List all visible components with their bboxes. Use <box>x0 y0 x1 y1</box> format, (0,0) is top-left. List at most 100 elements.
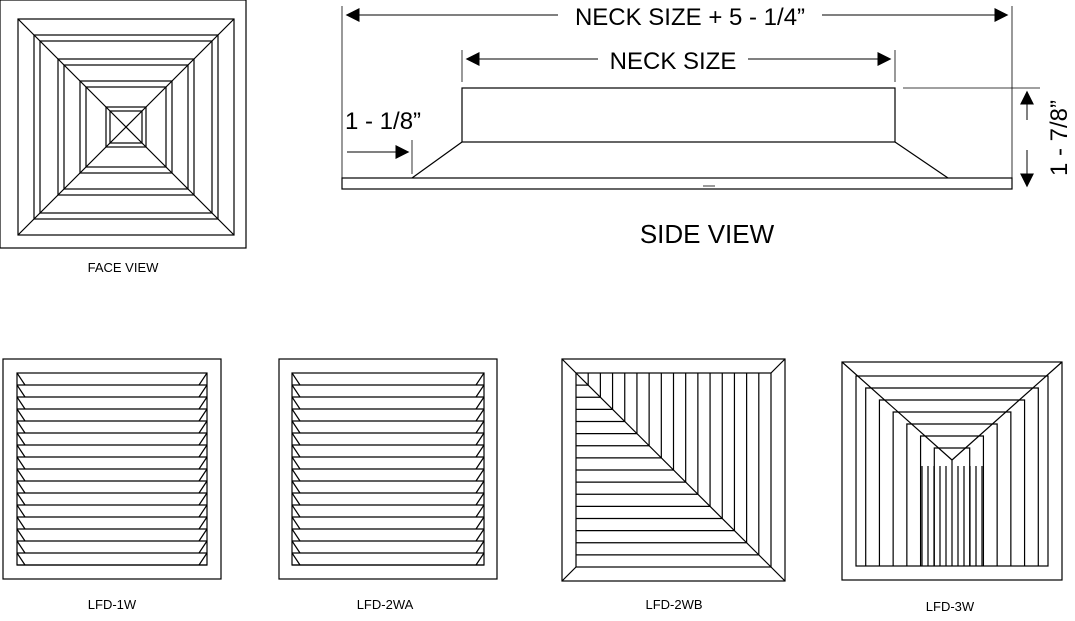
lfd-1w-right-bevel-9 <box>198 468 208 482</box>
lfd-1w-right-bevel-12 <box>198 504 208 518</box>
face-view-square-4 <box>57 58 195 196</box>
lfd-3w-grille <box>841 361 1063 581</box>
lfd-2wa-left-bevel-6 <box>291 432 301 446</box>
lfd-2wa-left-bevel-9 <box>291 468 301 482</box>
lfd-2wa-left-bevel-16 <box>291 552 301 566</box>
lfd-1w-right-bevel-11 <box>198 492 208 506</box>
lfd-3w-diagonal-left <box>841 361 953 461</box>
lfd-2wa-right-bevel-8 <box>475 456 485 470</box>
lfd-1w-right-bevel-7 <box>198 444 208 458</box>
lfd-1w-left-bevel-1 <box>16 372 26 386</box>
side-view-extension-lines <box>341 6 1040 178</box>
model-label-lfd-3w: LFD-3W <box>926 599 975 614</box>
lfd-2wa-left-bevel-2 <box>291 384 301 398</box>
lfd-2wa-right-bevel-3 <box>475 396 485 410</box>
face-view-square-6 <box>79 80 173 174</box>
lfd-1w-right-bevel-14 <box>198 528 208 542</box>
lfd-3w-diagonal-right <box>951 361 1063 461</box>
lfd-1w-right-bevel-6 <box>198 432 208 446</box>
lfd-2wa-right-bevel-14 <box>475 528 485 542</box>
lfd-2wa-left-bevel-3 <box>291 396 301 410</box>
lfd-2wa-left-bevel-1 <box>291 372 301 386</box>
model-label-lfd-1w: LFD-1W <box>88 597 137 612</box>
face-view-square-9 <box>109 110 143 144</box>
lfd-2wa-right-bevel-16 <box>475 552 485 566</box>
lfd-2wa-right-bevel-2 <box>475 384 485 398</box>
lfd-1w-left-bevel-15 <box>16 540 26 554</box>
model-label-lfd-2wb: LFD-2WB <box>645 597 702 612</box>
side-view-label: SIDE VIEW <box>640 219 775 249</box>
lfd-2wa-left-bevel-10 <box>291 480 301 494</box>
face-view-square-1 <box>17 18 235 236</box>
face-view-diagonal-2 <box>141 18 235 112</box>
dimension-arrows <box>345 8 1034 188</box>
face-view-diagonal-3 <box>141 142 235 236</box>
lfd-2wa-right-bevel-15 <box>475 540 485 554</box>
lfd-1w-left-bevel-9 <box>16 468 26 482</box>
lfd-2wb-corner-bl <box>561 566 577 582</box>
lfd-1w-left-bevel-6 <box>16 432 26 446</box>
lfd-2wa-left-bevel-7 <box>291 444 301 458</box>
face-view-square-8 <box>105 106 147 148</box>
lfd-2wa-grille <box>278 358 498 580</box>
lfd-2wa-left-bevel-14 <box>291 528 301 542</box>
face-view-label: FACE VIEW <box>88 260 160 275</box>
lfd-1w-left-bevel-3 <box>16 396 26 410</box>
lfd-1w-left-bevel-14 <box>16 528 26 542</box>
lfd-1w-left-bevel-7 <box>16 444 26 458</box>
neck-size-dimension: NECK SIZE <box>610 48 737 75</box>
lfd-2wa-right-bevel-4 <box>475 408 485 422</box>
model-label-lfd-2wa: LFD-2WA <box>357 597 414 612</box>
lfd-2wa-right-bevel-6 <box>475 432 485 446</box>
face-view-square-5 <box>63 64 189 190</box>
lfd-2wa-left-bevel-8 <box>291 456 301 470</box>
lfd-2wa-left-bevel-11 <box>291 492 301 506</box>
lfd-1w-right-bevel-1 <box>198 372 208 386</box>
overall-width-dimension: NECK SIZE + 5 - 1/4” <box>575 4 805 31</box>
lfd-3w-frame <box>841 361 1063 581</box>
lfd-3w-ring-1 <box>865 387 1039 566</box>
lfd-1w-right-bevel-2 <box>198 384 208 398</box>
lfd-2wa-frame <box>278 358 498 580</box>
lfd-1w-right-bevel-3 <box>198 396 208 410</box>
face-view-square-2 <box>33 34 219 220</box>
face-view-square-3 <box>39 40 213 214</box>
face-view-diagonal-1 <box>17 18 111 112</box>
lfd-2wb-corner-tl <box>561 358 577 374</box>
lfd-1w-left-bevel-10 <box>16 480 26 494</box>
side-view-left-slope <box>411 141 463 179</box>
face-view-outer-frame <box>0 0 247 249</box>
lfd-1w-right-bevel-16 <box>198 552 208 566</box>
lfd-2wa-left-bevel-12 <box>291 504 301 518</box>
lfd-1w-left-bevel-11 <box>16 492 26 506</box>
lfd-2wb-frame <box>561 358 786 582</box>
lfd-2wa-left-bevel-5 <box>291 420 301 434</box>
lfd-1w-left-bevel-13 <box>16 516 26 530</box>
lfd-2wa-right-bevel-13 <box>475 516 485 530</box>
lfd-2wb-corner-tr <box>770 358 786 374</box>
lfd-3w-ring-3 <box>892 411 1012 566</box>
lfd-2wb-corner-br <box>770 566 786 582</box>
lfd-2wa-right-bevel-12 <box>475 504 485 518</box>
lfd-3w-ring-5 <box>919 435 985 566</box>
face-view-square-7 <box>85 86 167 168</box>
lfd-1w-left-bevel-8 <box>16 456 26 470</box>
lfd-1w-grille <box>2 358 222 580</box>
lfd-2wa-left-bevel-15 <box>291 540 301 554</box>
lfd-1w-left-bevel-4 <box>16 408 26 422</box>
lfd-1w-frame <box>2 358 222 580</box>
lfd-1w-left-bevel-5 <box>16 420 26 434</box>
side-view-neck <box>461 87 896 143</box>
lfd-2wa-right-bevel-7 <box>475 444 485 458</box>
lfd-1w-left-bevel-2 <box>16 384 26 398</box>
lfd-2wa-right-bevel-5 <box>475 420 485 434</box>
lfd-3w-ring-2 <box>878 399 1026 566</box>
side-view-drawing <box>341 87 1013 190</box>
lfd-1w-right-bevel-13 <box>198 516 208 530</box>
lfd-1w-right-bevel-10 <box>198 480 208 494</box>
lfd-2wa-left-bevel-4 <box>291 408 301 422</box>
face-view-center-cross-b <box>109 110 143 144</box>
side-view-flange <box>341 177 1013 190</box>
lfd-2wa-left-bevel-13 <box>291 516 301 530</box>
